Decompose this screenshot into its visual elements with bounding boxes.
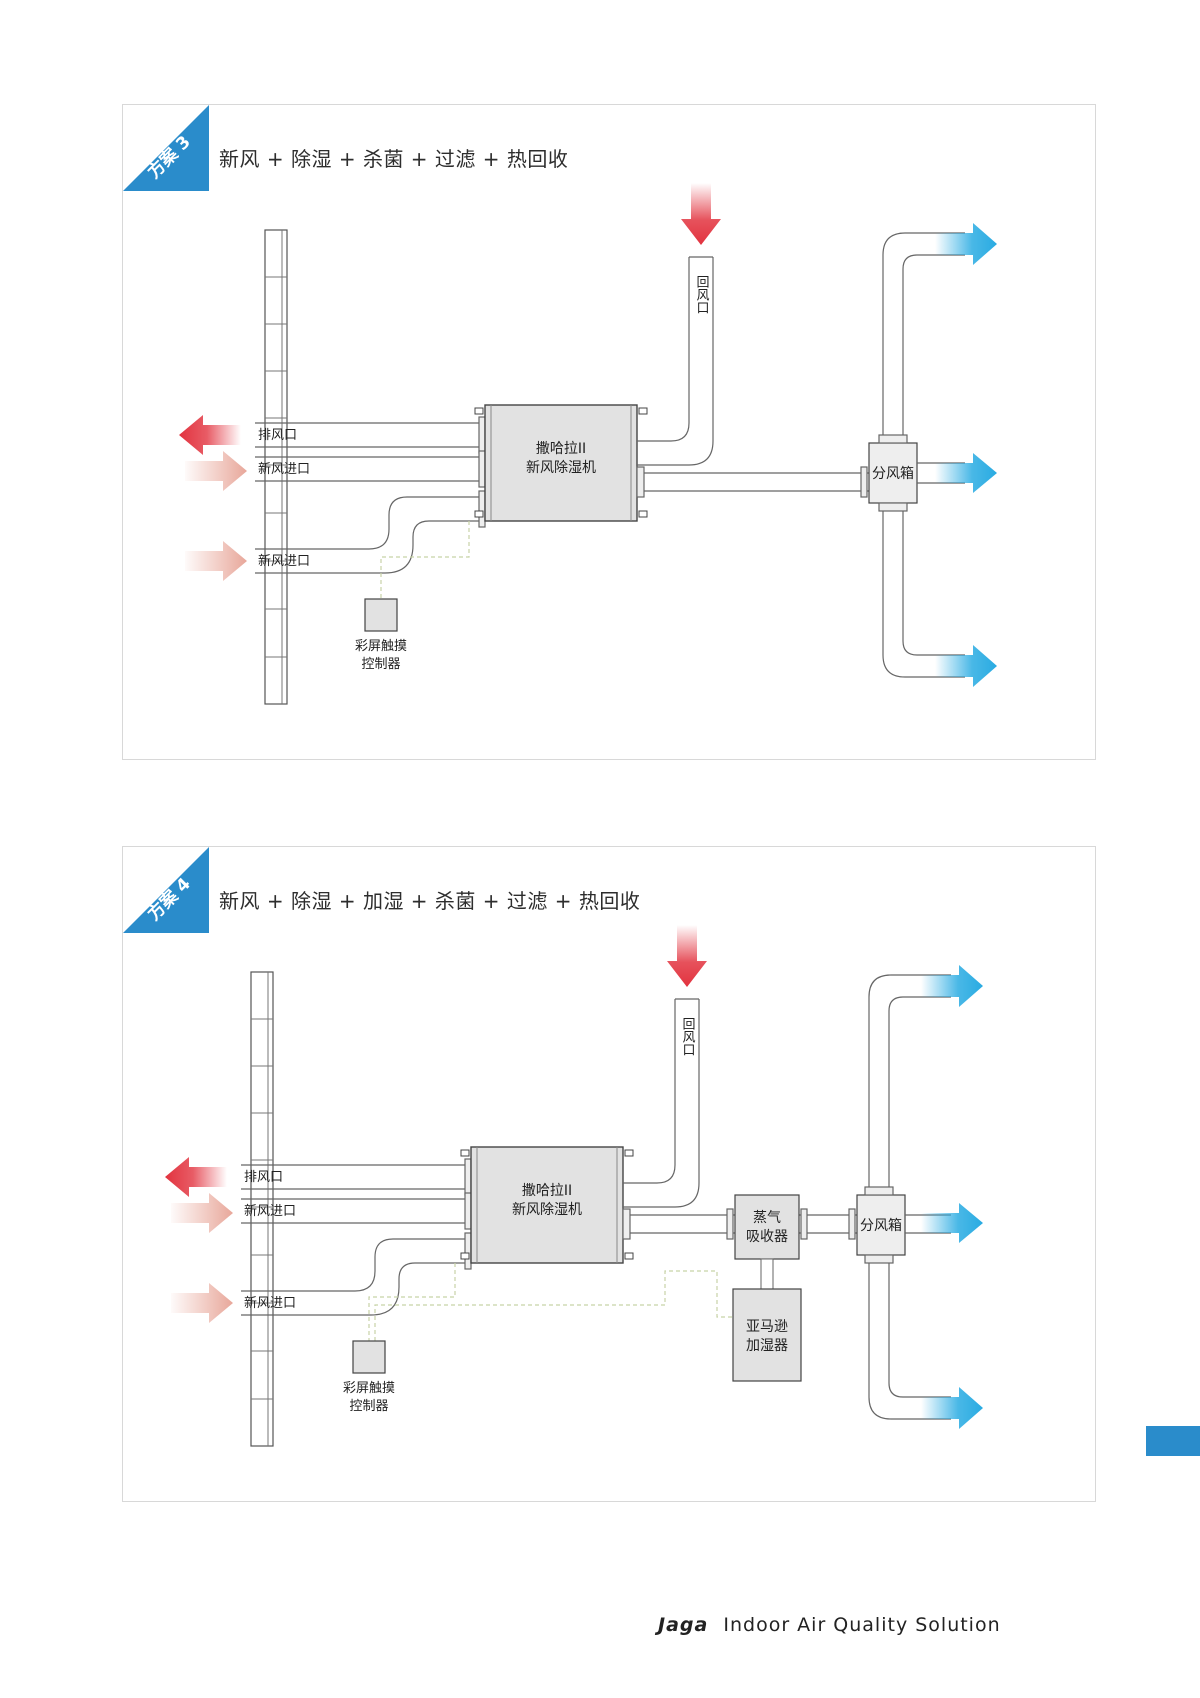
fresh-arrow-2 [185,541,247,581]
distribution-box: 分风箱 [868,442,918,504]
scheme-4-panel: 方案 4 新风 + 除湿 + 加湿 + 杀菌 + 过滤 + 热回收 [122,846,1096,1502]
building-wall [250,971,274,1447]
unit-name: 撒哈拉II [522,1183,572,1199]
branch-ducts [864,974,951,1420]
return-arrow [681,183,721,245]
touch-controller: 彩屏触摸 控制器 [343,1263,733,1414]
fresh-inlet-label-1: 新风进口 [244,1203,296,1219]
distribution-box-label: 分风箱 [860,1218,902,1234]
humidifier-label-1: 亚马逊 [746,1319,788,1335]
supply-arrow-middle [921,1203,983,1243]
steam-absorber-label-1: 蒸气 [753,1210,781,1226]
distribution-box-label: 分风箱 [872,466,914,482]
return-air-label: 回风口 [694,275,710,314]
return-arrow [667,925,707,987]
controller-label-2: 控制器 [349,1399,388,1414]
page-side-tab [1146,1426,1200,1456]
fresh-inlet-label-1: 新风进口 [258,461,310,477]
scheme-4-title: 新风 + 除湿 + 加湿 + 杀菌 + 过滤 + 热回收 [219,889,641,913]
building-wall [264,229,288,705]
fresh-arrow-1 [171,1193,233,1233]
unit-type: 新风除湿机 [526,460,596,476]
return-duct [637,256,714,466]
fresh-arrow-1 [185,451,247,491]
steam-pipe [760,1258,774,1290]
scheme-3-panel: 方案 3 新风 + 除湿 + 杀菌 + 过滤 + 热回收 [122,104,1096,760]
supply-duct [622,1208,857,1240]
footer: Jaga Indoor Air Quality Solution [658,1614,1001,1636]
dehumidifier-unit: 撒哈拉II 新风除湿机 [460,1146,634,1264]
exhaust-arrow [179,415,241,455]
supply-arrow-top [921,965,983,1007]
unit-name: 撒哈拉II [536,441,586,457]
touch-controller: 彩屏触摸 控制器 [355,521,470,672]
fresh-inlet-label-2: 新风进口 [244,1295,296,1311]
exhaust-arrow [165,1157,227,1197]
humidifier-label-2: 加湿器 [746,1338,788,1354]
scheme-3-diagram: 撒哈拉II 新风除湿机 分风箱 [179,183,997,705]
supply-arrow-bottom [921,1387,983,1429]
footer-tagline: Indoor Air Quality Solution [723,1614,1001,1636]
dehumidifier-unit: 撒哈拉II 新风除湿机 [474,404,648,522]
fresh-inlet-label-2: 新风进口 [258,553,310,569]
supply-arrow-middle [935,453,997,493]
return-duct [623,998,700,1208]
inlet-outlet-ducts [255,416,486,574]
steam-absorber-label-2: 吸收器 [746,1229,788,1245]
supply-arrow-bottom [935,645,997,687]
supply-duct [636,466,869,498]
scheme-4-diagram: 撒哈拉II 新风除湿机 蒸气 吸收器 亚马逊 加湿器 [165,925,983,1447]
steam-absorber: 蒸气 吸收器 [734,1194,800,1260]
exhaust-outlet-label: 排风口 [258,428,297,443]
controller-label-1: 彩屏触摸 [343,1381,395,1396]
brand-name: Jaga [658,1614,709,1636]
exhaust-outlet-label: 排风口 [244,1170,283,1185]
fresh-arrow-2 [171,1283,233,1323]
unit-type: 新风除湿机 [512,1202,582,1218]
controller-label-1: 彩屏触摸 [355,639,407,654]
controller-label-2: 控制器 [361,657,400,672]
scheme-3-title: 新风 + 除湿 + 杀菌 + 过滤 + 热回收 [219,147,569,171]
humidifier: 亚马逊 加湿器 [732,1288,802,1382]
scheme-3-badge: 方案 3 [123,105,209,191]
return-air-label: 回风口 [680,1017,696,1056]
distribution-box: 分风箱 [856,1194,906,1256]
supply-arrow-top [935,223,997,265]
scheme-4-badge: 方案 4 [123,847,209,933]
